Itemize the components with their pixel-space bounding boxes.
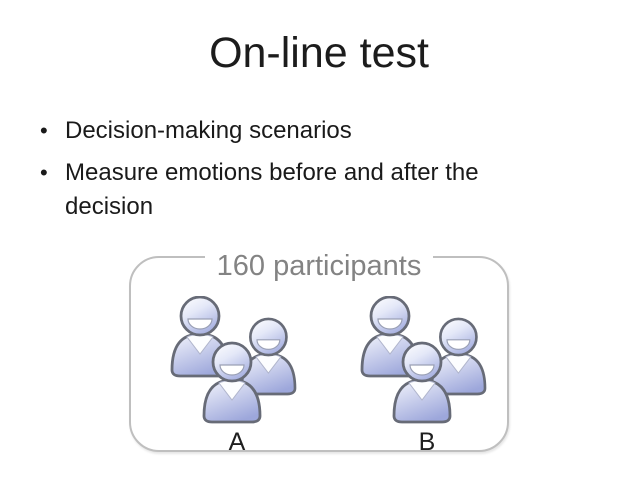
bullet-text: Decision-making scenarios <box>65 117 352 144</box>
people-group-b-icon <box>360 295 487 424</box>
group-a-label: A <box>228 428 246 456</box>
bullet-item: Measure emotions before and after the de… <box>38 156 530 224</box>
bullet-text: Measure emotions before and after the de… <box>65 159 479 220</box>
group-b: B <box>358 295 496 456</box>
group-a: A <box>168 295 306 456</box>
bullet-list: Decision-making scenarios Measure emotio… <box>38 114 530 224</box>
page-title: On-line test <box>209 29 429 77</box>
people-group-a-icon <box>170 295 297 424</box>
bullet-item: Decision-making scenarios <box>38 114 530 148</box>
group-b-label: B <box>418 428 436 456</box>
